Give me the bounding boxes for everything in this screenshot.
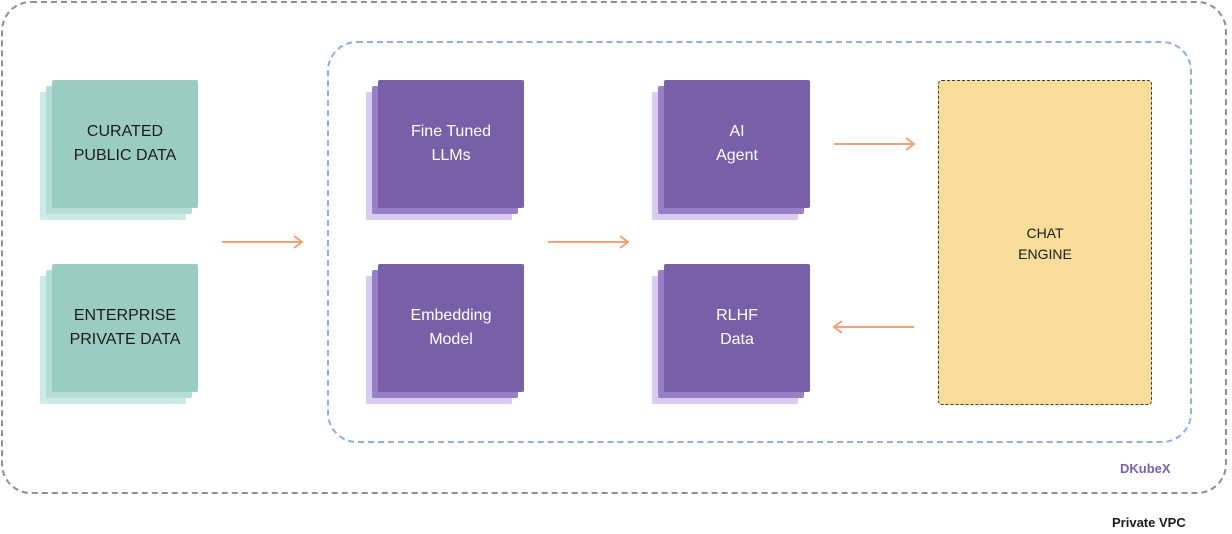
ai-agent-label: AI Agent [664, 80, 810, 208]
ai-agent-node: AI Agent [652, 80, 812, 220]
embedding-model-label: Embedding Model [378, 264, 524, 392]
private-vpc-boundary [1, 1, 1227, 494]
curated-public-data-node: CURATED PUBLIC DATA [40, 80, 200, 220]
arrow-chat-to-rlhf [832, 320, 914, 334]
dkubex-boundary [327, 41, 1192, 443]
enterprise-private-data-node: ENTERPRISE PRIVATE DATA [40, 264, 200, 404]
fine-tuned-llms-node: Fine Tuned LLMs [366, 80, 526, 220]
dkubex-label: DKubeX [1120, 461, 1171, 476]
embedding-model-node: Embedding Model [366, 264, 526, 404]
fine-tuned-llms-label: Fine Tuned LLMs [378, 80, 524, 208]
enterprise-private-data-label: ENTERPRISE PRIVATE DATA [52, 264, 198, 392]
private-vpc-label: Private VPC [1112, 515, 1186, 530]
chat-engine-node: CHAT ENGINE [938, 80, 1152, 405]
arrow-agent-to-chat [834, 137, 916, 151]
arrow-data-to-models [222, 235, 304, 249]
chat-engine-label: CHAT ENGINE [1018, 225, 1072, 262]
rlhf-data-label: RLHF Data [664, 264, 810, 392]
curated-public-data-label: CURATED PUBLIC DATA [52, 80, 198, 208]
rlhf-data-node: RLHF Data [652, 264, 812, 404]
arrow-models-to-agent [548, 235, 630, 249]
